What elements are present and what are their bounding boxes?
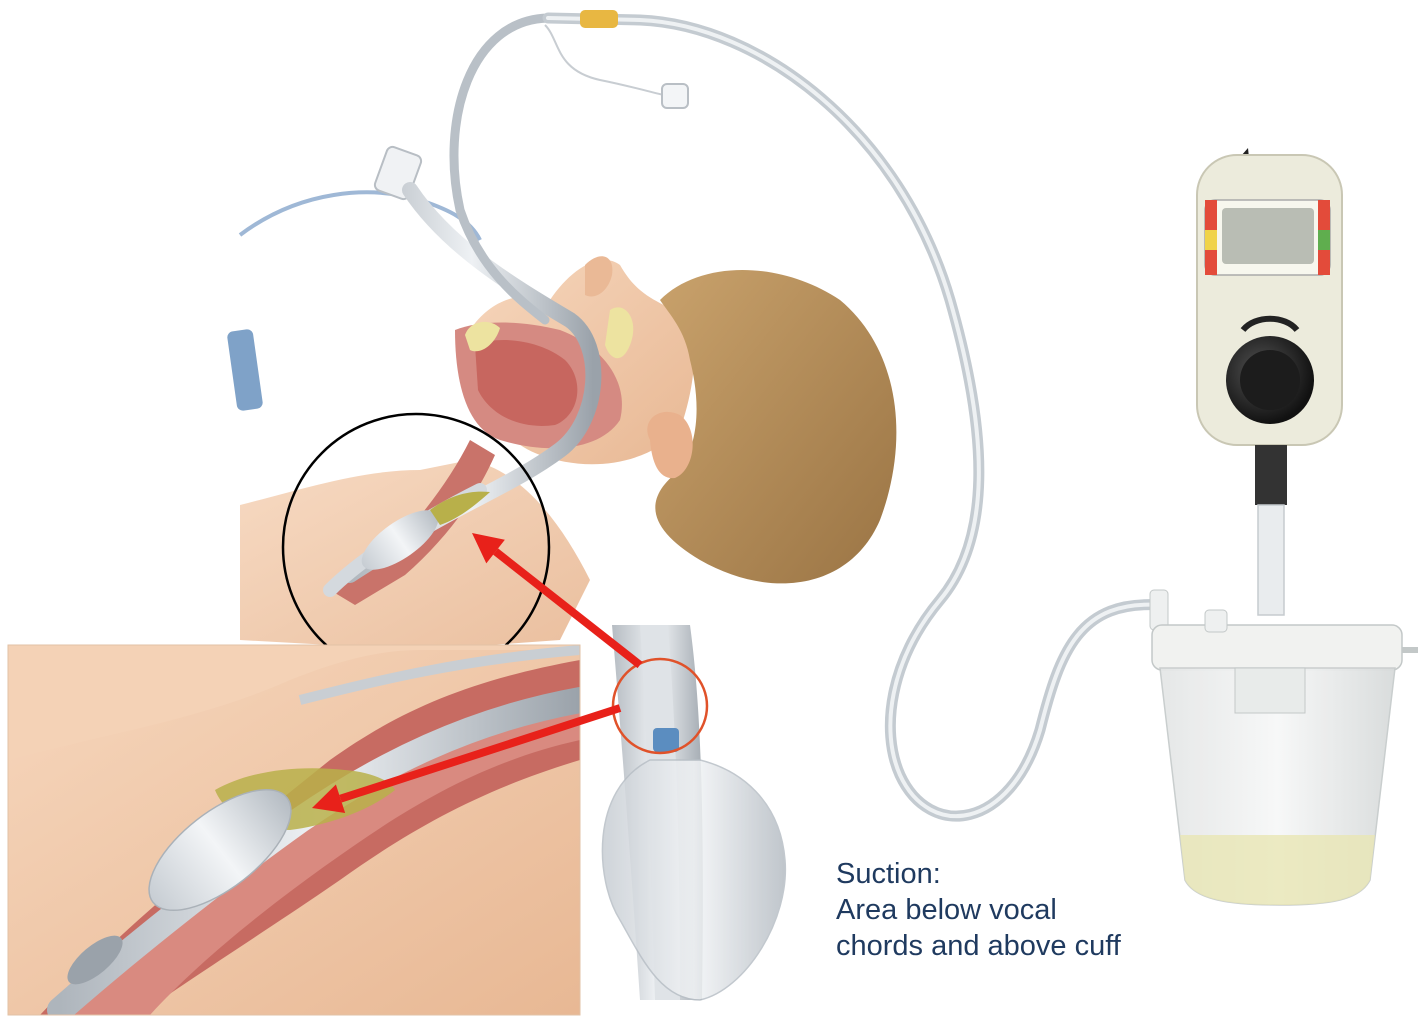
caption-line-1: Suction: bbox=[836, 856, 1256, 892]
caption-line-3: chords and above cuff bbox=[836, 928, 1256, 964]
suction-caption: Suction: Area below vocal chords and abo… bbox=[836, 856, 1256, 964]
trachea-inset bbox=[8, 645, 580, 1015]
suction-regulator-icon bbox=[1197, 148, 1342, 615]
caption-line-2: Area below vocal bbox=[836, 892, 1256, 928]
tube-closeup bbox=[602, 625, 785, 1000]
